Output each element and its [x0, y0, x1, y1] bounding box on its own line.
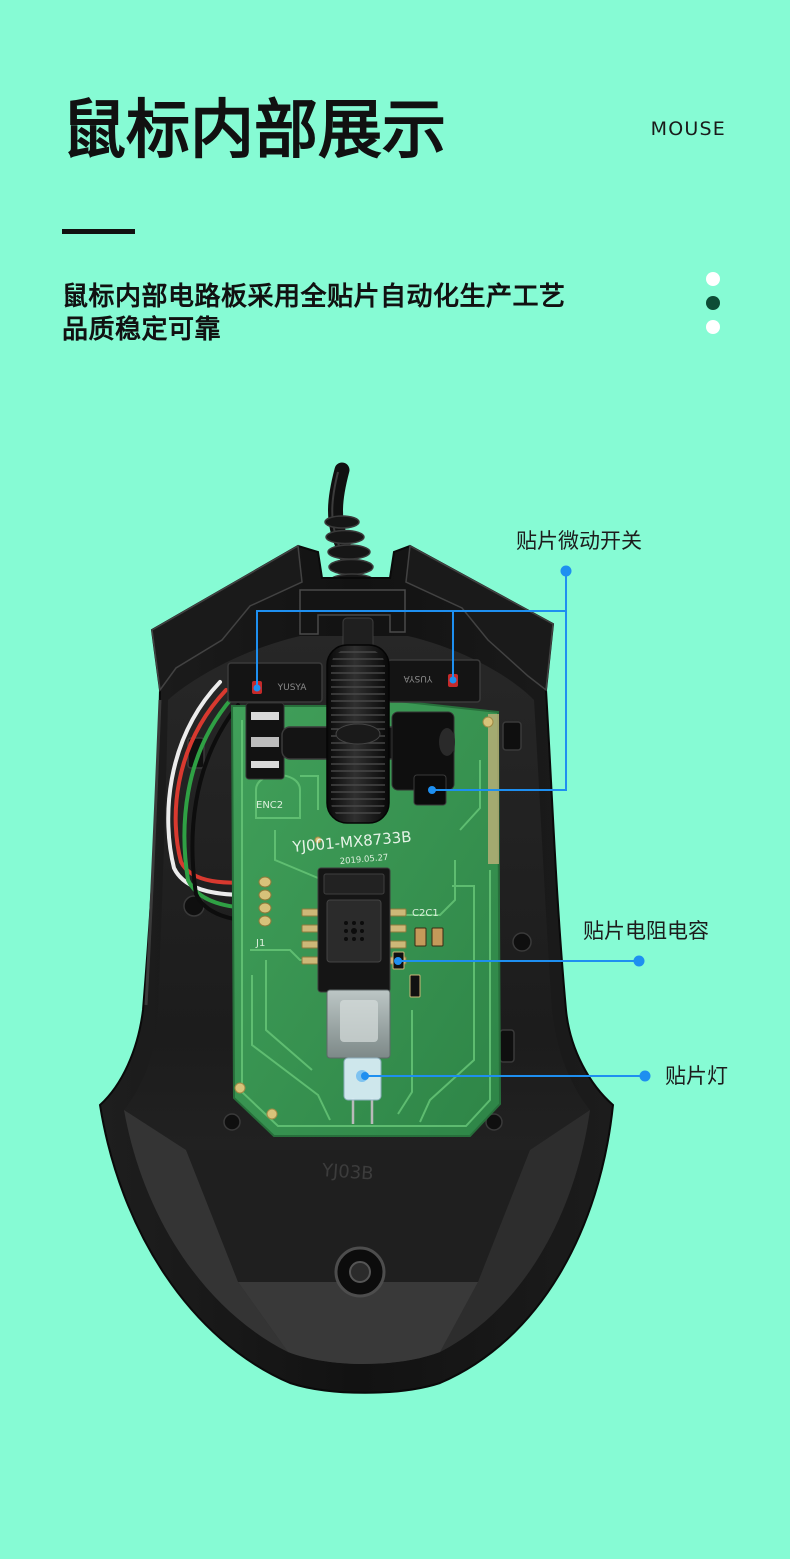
sensor-aperture	[344, 921, 364, 941]
intro-line-1: 鼠标内部电路板采用全贴片自动化生产工艺	[62, 282, 566, 312]
sensor-lens	[326, 989, 391, 1059]
scroll-encoder	[245, 702, 285, 780]
pager-dot	[706, 296, 720, 310]
pager-dots	[706, 272, 720, 344]
mounting-pads	[234, 716, 494, 1120]
encoder-label: ENC2	[256, 800, 283, 811]
intro-line-2: 品质稳定可靠	[62, 315, 222, 345]
right-button	[405, 544, 554, 692]
right-micro-switch: YUSYA	[387, 659, 481, 703]
connector-label: J1	[255, 938, 265, 949]
switch-brand-label: YUSYA	[277, 683, 308, 693]
callout-led-dots	[361, 1070, 651, 1082]
board-traces	[241, 720, 491, 1127]
smd-capacitors	[414, 927, 444, 947]
left-micro-switch: YUSYA	[227, 662, 323, 703]
shell-highlight	[144, 699, 162, 1006]
callout-label-led: 贴片灯	[665, 1064, 728, 1088]
screw-hole	[334, 1246, 386, 1298]
switch-brand-label: YUSYA	[403, 673, 434, 683]
intro-text: 鼠标内部电路板采用全贴片自动化生产工艺 品质稳定可靠	[62, 281, 566, 347]
callout-switch-dots	[253, 565, 572, 794]
board-date-label: 2019.05.27	[339, 853, 388, 867]
left-button	[151, 544, 303, 692]
scroll-wheel	[326, 617, 390, 824]
pager-dot	[706, 272, 720, 286]
callout-label-resistor-capacitor: 贴片电阻电容	[583, 919, 709, 943]
callout-rc-dots	[394, 955, 645, 967]
callout-switch-lines	[256, 571, 567, 791]
shell-facets	[124, 1110, 590, 1364]
page-title: 鼠标内部展示	[62, 94, 446, 168]
callout-label-micro-switch: 贴片微动开关	[516, 529, 642, 553]
title-underline	[62, 229, 135, 234]
optical-sensor	[301, 867, 407, 993]
usb-connector-pads	[258, 876, 272, 927]
pager-dot	[706, 320, 720, 334]
section-tag: MOUSE	[650, 118, 726, 140]
usb-wires	[166, 680, 264, 924]
shell-emboss-text: YJ03B	[320, 1160, 374, 1185]
capacitor-label: C2C1	[412, 908, 439, 919]
